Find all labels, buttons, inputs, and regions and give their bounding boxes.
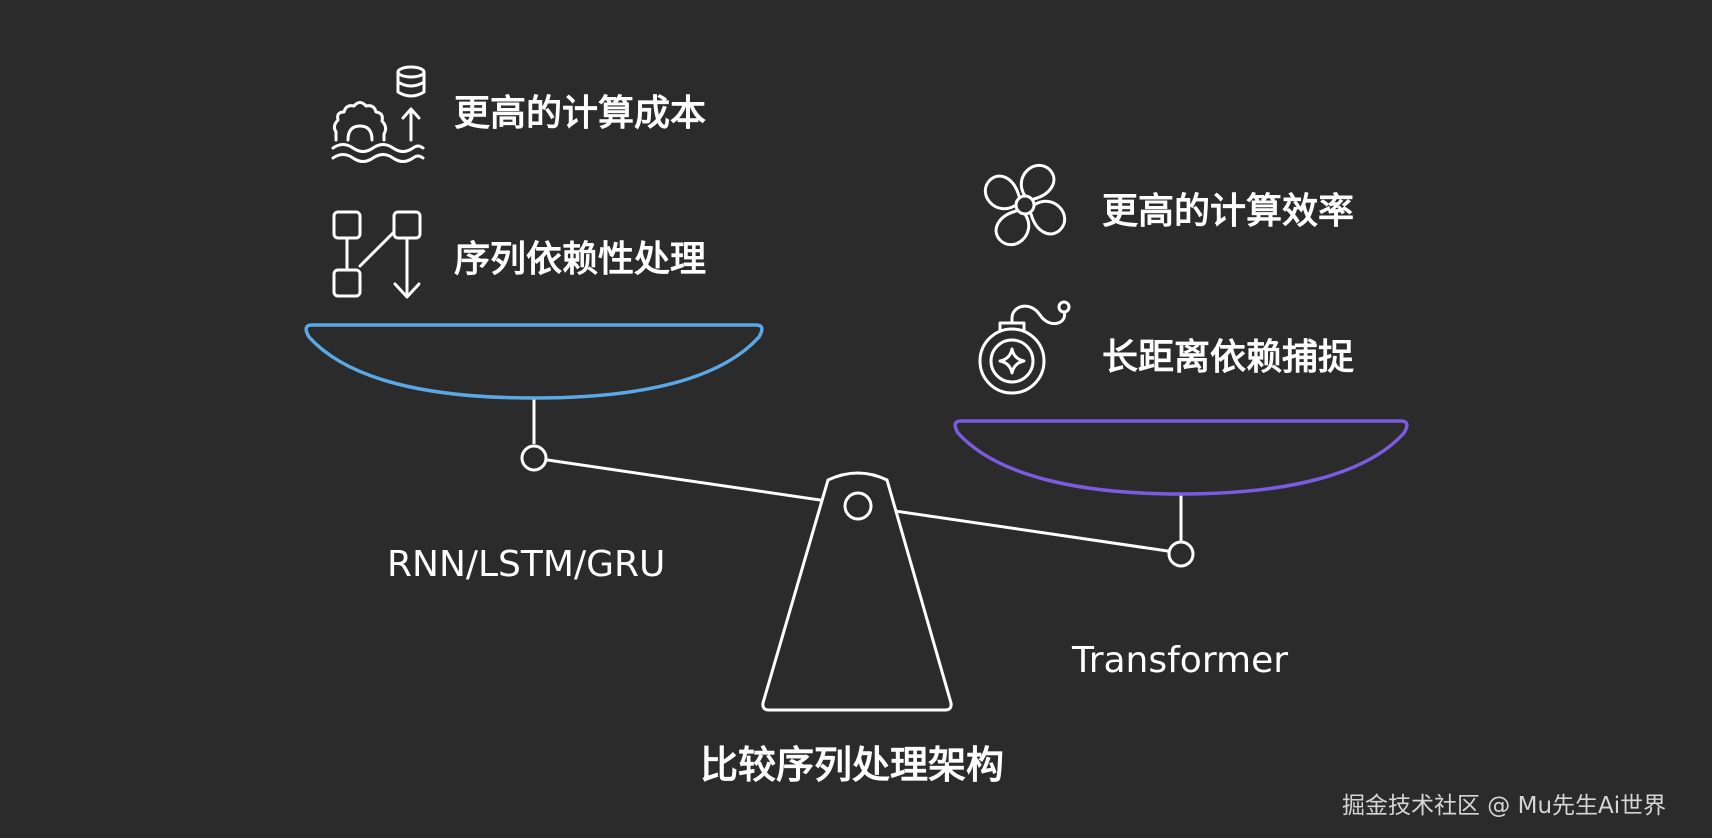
left-feature-1-label: 更高的计算成本 — [454, 93, 707, 134]
left-joint — [520, 444, 548, 472]
right-architecture-label: Transformer — [1072, 640, 1289, 681]
right-feature-1-label: 更高的计算效率 — [1102, 191, 1355, 232]
right-joint — [1167, 540, 1195, 568]
flowchart-sequence-icon — [332, 210, 422, 299]
fan-efficiency-icon — [983, 163, 1067, 247]
fulcrum-pivot — [843, 491, 873, 521]
watermark-text: 掘金技术社区 @ Mu先生Ai世界 — [1342, 793, 1667, 819]
target-capture-icon — [978, 300, 1071, 395]
gear-database-cost-icon — [331, 65, 426, 163]
right-pan — [953, 419, 1409, 496]
diagram-title: 比较序列处理架构 — [700, 743, 1005, 787]
left-pan — [304, 323, 764, 400]
left-architecture-label: RNN/LSTM/GRU — [387, 544, 666, 585]
left-feature-2-label: 序列依赖性处理 — [454, 239, 707, 280]
scale-fulcrum — [761, 471, 953, 712]
right-feature-2-label: 长距离依赖捕捉 — [1102, 337, 1355, 378]
